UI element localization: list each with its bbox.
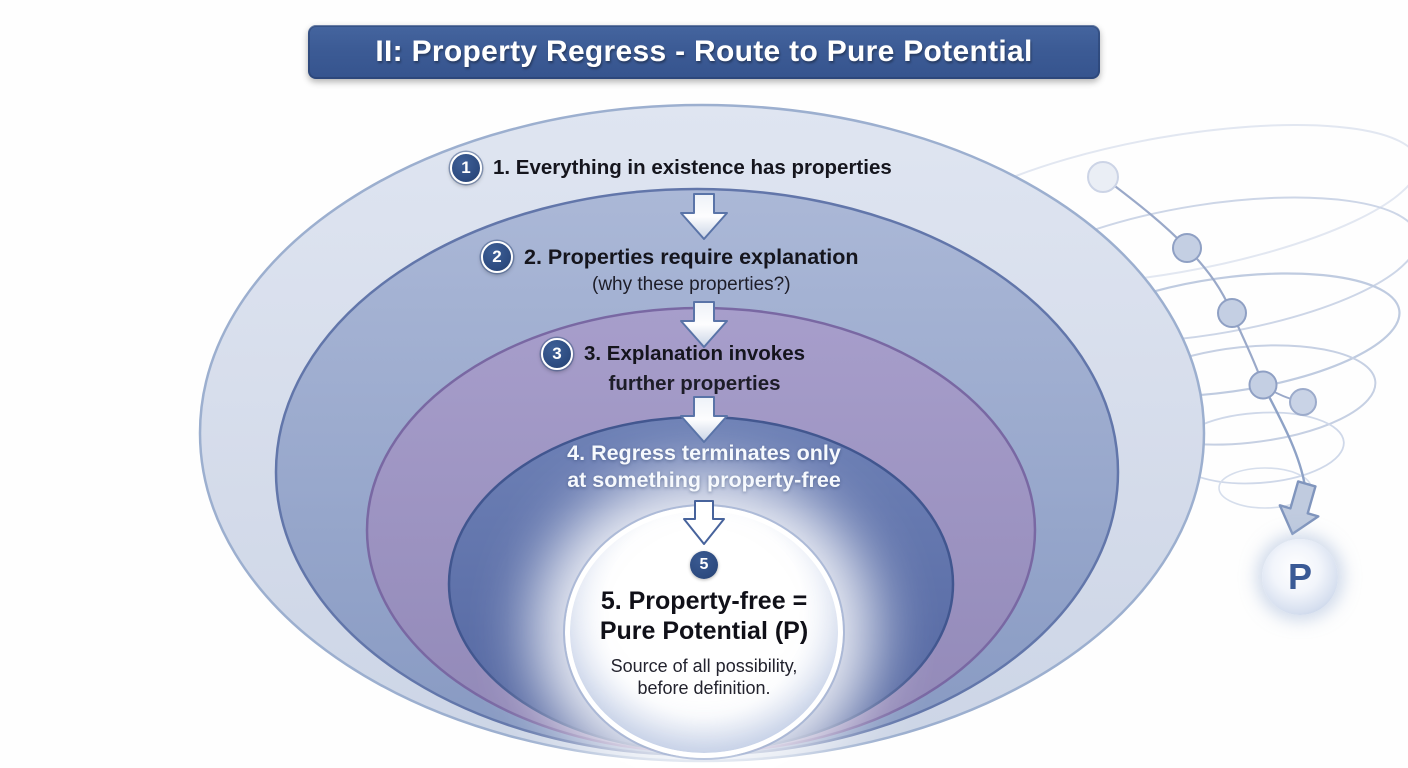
down-arrow-icon [674, 301, 734, 354]
down-arrow-icon [674, 396, 734, 449]
step-2-text: 2. Properties require explanation [524, 245, 859, 269]
step-2-badge: 2 [481, 241, 513, 273]
spiral-arrow-icon [1278, 480, 1320, 536]
step-3-text-line2: further properties [608, 372, 781, 395]
step-1-badge: 1 [450, 152, 482, 184]
spiral-decoration [920, 124, 1408, 536]
pure-potential-node: P [1262, 539, 1338, 615]
step-4: 4. Regress terminates only at something … [567, 440, 841, 494]
pure-potential-core: 5 5. Property-free = Pure Potential (P) … [565, 506, 843, 758]
down-arrow-icon [674, 193, 734, 246]
page-title: II: Property Regress - Route to Pure Pot… [375, 35, 1033, 68]
down-arrow-icon [678, 500, 730, 551]
p-label: P [1287, 556, 1312, 597]
step-5-subtitle: Source of all possibility, before defini… [610, 656, 798, 698]
step-5-title: 5. Property-free = Pure Potential (P) [599, 587, 809, 645]
step-1: 1 1. Everything in existence has propert… [450, 152, 892, 184]
title-banner: II: Property Regress - Route to Pure Pot… [308, 25, 1100, 79]
step-4-text: 4. Regress terminates only [567, 441, 841, 465]
step-3-badge: 3 [541, 338, 573, 370]
step-3-text: 3. Explanation invokes [584, 342, 806, 365]
step-5-badge: 5 [690, 551, 718, 579]
step-4-text-line2: at something property-free [567, 468, 841, 492]
step-2: 2 2. Properties require explanation (why… [481, 241, 859, 297]
step-1-text: 1. Everything in existence has propertie… [493, 156, 892, 179]
step-2-subtext: (why these properties?) [592, 274, 791, 295]
spiral-node [1087, 161, 1317, 416]
step-3: 3 3. Explanation invokes further propert… [541, 338, 805, 397]
